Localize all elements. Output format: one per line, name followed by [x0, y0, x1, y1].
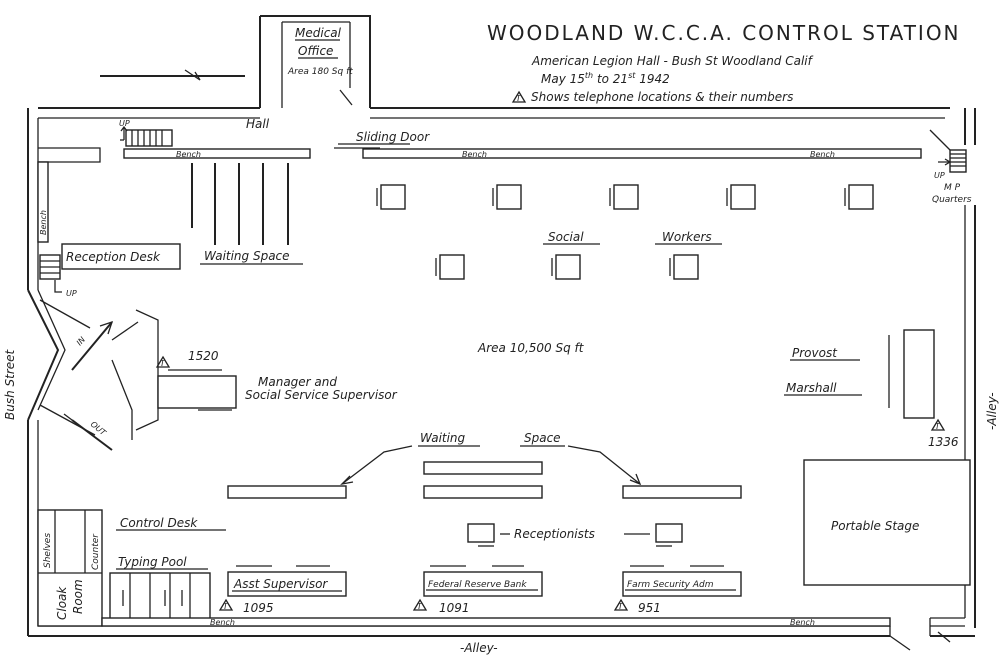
bench-hall-left-label: Bench: [176, 150, 201, 159]
federal-reserve-desk: Federal Reserve Bank T 1091: [412, 565, 543, 615]
shelves-label: Shelves: [43, 533, 53, 568]
desk: [669, 254, 699, 280]
hall-area: Hall UP Bench Sliding Door Bench Bench: [119, 117, 922, 159]
reception-desk: [61, 243, 181, 270]
plan-title: WOODLAND W.C.C.A. CONTROL STATION: [487, 21, 961, 45]
waiting-space-top: Waiting Space: [191, 163, 303, 265]
sliding-door-label: Sliding Door: [356, 130, 430, 144]
cloak-label-1: Cloak: [55, 586, 69, 620]
alley-right-label: -Alley-: [985, 392, 999, 430]
social-label: Social: [548, 230, 584, 244]
bottom-bench-label-2: Bench: [790, 618, 815, 627]
svg-text:T: T: [935, 422, 941, 431]
reception-up: UP: [66, 289, 77, 298]
phone-1520: 1520: [188, 349, 219, 363]
desk: [844, 184, 874, 210]
mp-up: UP: [934, 171, 945, 180]
entrances: IN OUT: [27, 289, 159, 451]
counter-label: Counter: [91, 533, 101, 570]
desk: [726, 184, 756, 210]
marshall-label: Marshall: [786, 381, 837, 395]
svg-text:T: T: [417, 602, 423, 611]
medical-office-label-2: Office: [298, 44, 333, 58]
manager-label-1: Manager and: [258, 375, 337, 389]
desk: [551, 254, 581, 280]
legend-phone-icon: T: [511, 90, 527, 103]
waiting-mid-label-1: Waiting: [420, 431, 466, 445]
federal-reserve-label: Federal Reserve Bank: [428, 580, 527, 590]
subtitle-line-3: Shows telephone locations & their number…: [531, 90, 793, 104]
subtitle-line-1: American Legion Hall - Bush St Woodland …: [531, 54, 814, 68]
phone-951: 951: [638, 601, 661, 615]
svg-text:T: T: [160, 359, 166, 368]
medical-office: Medical Office Area 180 Sq ft: [259, 15, 371, 108]
phone-1336: 1336: [928, 435, 959, 449]
waiting-space-mid: Waiting Space: [227, 431, 742, 499]
entrance-in-label: IN: [75, 335, 87, 347]
workers-label: Workers: [662, 230, 712, 244]
asst-supervisor-label: Asst Supervisor: [233, 577, 328, 591]
stairs-top-up: UP: [119, 119, 130, 128]
social-worker-desks: Social Workers: [376, 184, 874, 280]
bench-hall-right: [362, 148, 922, 159]
left-bench-label: Bench: [39, 210, 48, 235]
waiting-space-top-label: Waiting Space: [204, 249, 290, 263]
subtitle-line-2: May 15th to 21st 1942: [541, 71, 670, 86]
desk: [609, 184, 639, 210]
scribble-mark: [100, 69, 245, 81]
manager-label-2: Social Service Supervisor: [245, 388, 398, 402]
bush-street-label: Bush Street: [3, 348, 17, 420]
medical-office-area: Area 180 Sq ft: [287, 67, 353, 77]
mp-label-1: M P: [944, 183, 961, 193]
provost-label: Provost: [792, 346, 838, 360]
control-desk: Control Desk: [116, 516, 226, 531]
reception-desk-area: UP Reception Desk: [39, 243, 181, 298]
waiting-mid-label-2: Space: [524, 431, 561, 445]
cloak-label-2: Room: [71, 579, 85, 614]
left-bench: Bench: [37, 161, 49, 243]
asst-supervisor-desk: Asst Supervisor T 1095: [218, 565, 347, 615]
farm-security-label: Farm Security Adm: [627, 580, 714, 590]
provost-marshall: Provost Marshall T 1336: [784, 329, 959, 449]
alley-bottom-label: -Alley-: [460, 641, 498, 655]
phone-1095: 1095: [243, 601, 274, 615]
reception-desk-label: Reception Desk: [66, 250, 161, 264]
area-label: Area 10,500 Sq ft: [477, 341, 585, 355]
svg-text:T: T: [618, 602, 624, 611]
bottom-bench: Bench Bench: [101, 617, 891, 627]
portable-stage-label: Portable Stage: [831, 519, 919, 533]
bench-hall-right-label-2: Bench: [810, 150, 835, 159]
receptionists: Receptionists: [467, 523, 683, 547]
hall-label: Hall: [246, 117, 270, 131]
control-desk-label: Control Desk: [120, 516, 198, 530]
svg-text:T: T: [223, 602, 229, 611]
bottom-bench-label-1: Bench: [210, 618, 235, 627]
receptionists-label: Receptionists: [514, 527, 595, 541]
mp-label-2: Quarters: [932, 195, 972, 205]
medical-office-label-1: Medical: [295, 26, 342, 40]
manager-desk: T 1520 Manager and Social Service Superv…: [155, 349, 398, 411]
desk: [376, 184, 406, 210]
phone-1091: 1091: [439, 601, 470, 615]
portable-stage: Portable Stage: [803, 459, 971, 586]
desk: [435, 254, 465, 280]
mp-quarters: UP M P Quarters: [929, 129, 972, 205]
bench-hall-left: [123, 148, 311, 159]
bench-hall-right-label-1: Bench: [462, 150, 487, 159]
desk: [492, 184, 522, 210]
stairs-top: UP: [119, 119, 173, 147]
typing-pool-label: Typing Pool: [118, 555, 187, 569]
svg-text:T: T: [516, 94, 522, 103]
cloak-area: Shelves Counter Cloak Room: [37, 509, 103, 627]
farm-security-desk: Farm Security Adm T 951: [613, 565, 742, 615]
typing-pool: Typing Pool: [109, 555, 211, 622]
